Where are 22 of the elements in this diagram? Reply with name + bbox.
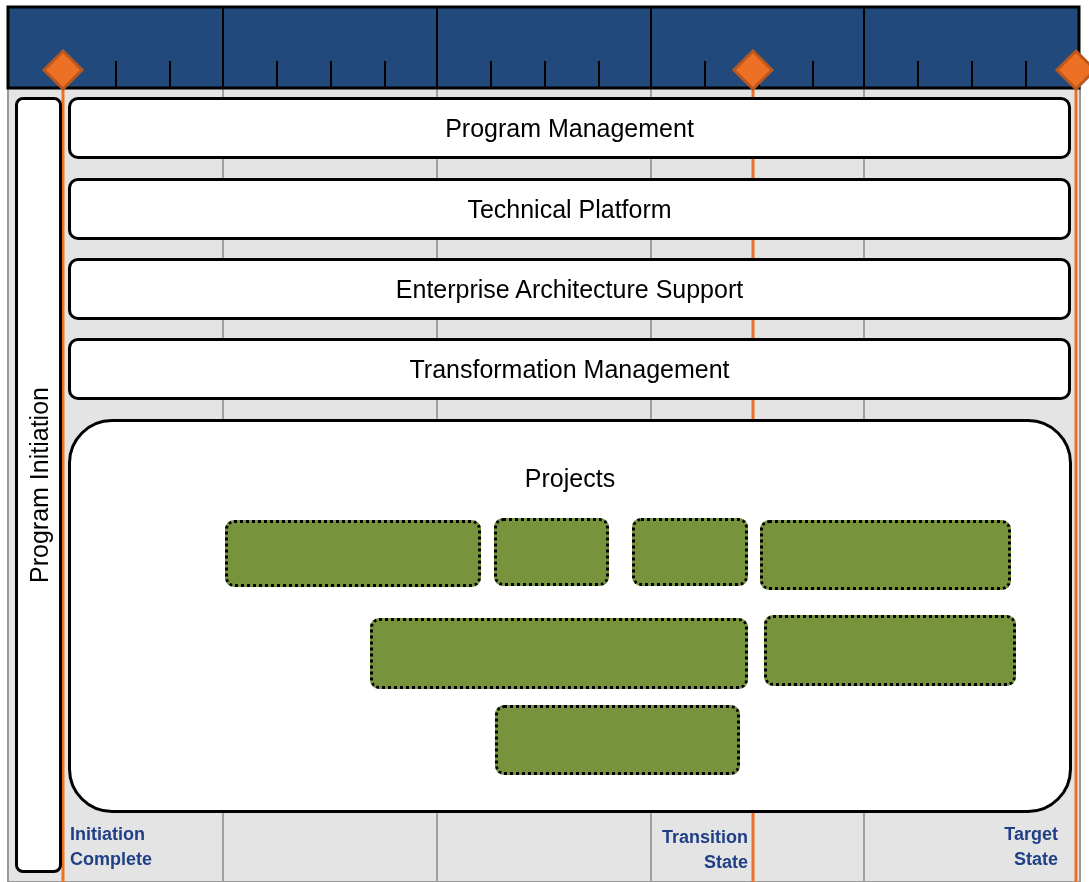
workstream-label: Program Management: [445, 113, 694, 143]
project-bar: [764, 615, 1016, 686]
workstream-bar: [68, 338, 1071, 400]
project-bar: [632, 518, 748, 586]
milestone-label: Target State: [1003, 823, 1058, 871]
workstream-label: Transformation Management: [409, 354, 730, 384]
phase-label: Program Initiation: [24, 387, 53, 583]
milestone-label: Transition State: [661, 826, 748, 874]
project-bar: [370, 618, 748, 689]
projects-panel: [68, 419, 1072, 813]
project-bar: [494, 518, 609, 586]
milestone-label: Initiation Complete: [70, 823, 153, 871]
workstream-label: Technical Platform: [467, 194, 672, 224]
project-bar: [495, 705, 740, 775]
workstream-bar: [68, 97, 1071, 159]
workstream-label: Enterprise Architecture Support: [395, 274, 744, 304]
project-bar: [760, 520, 1011, 590]
workstream-bar: [68, 258, 1071, 320]
workstream-bar: [68, 178, 1071, 240]
panel-heading: Projects: [523, 464, 617, 493]
project-bar: [225, 520, 481, 587]
phase-box: [15, 97, 62, 873]
